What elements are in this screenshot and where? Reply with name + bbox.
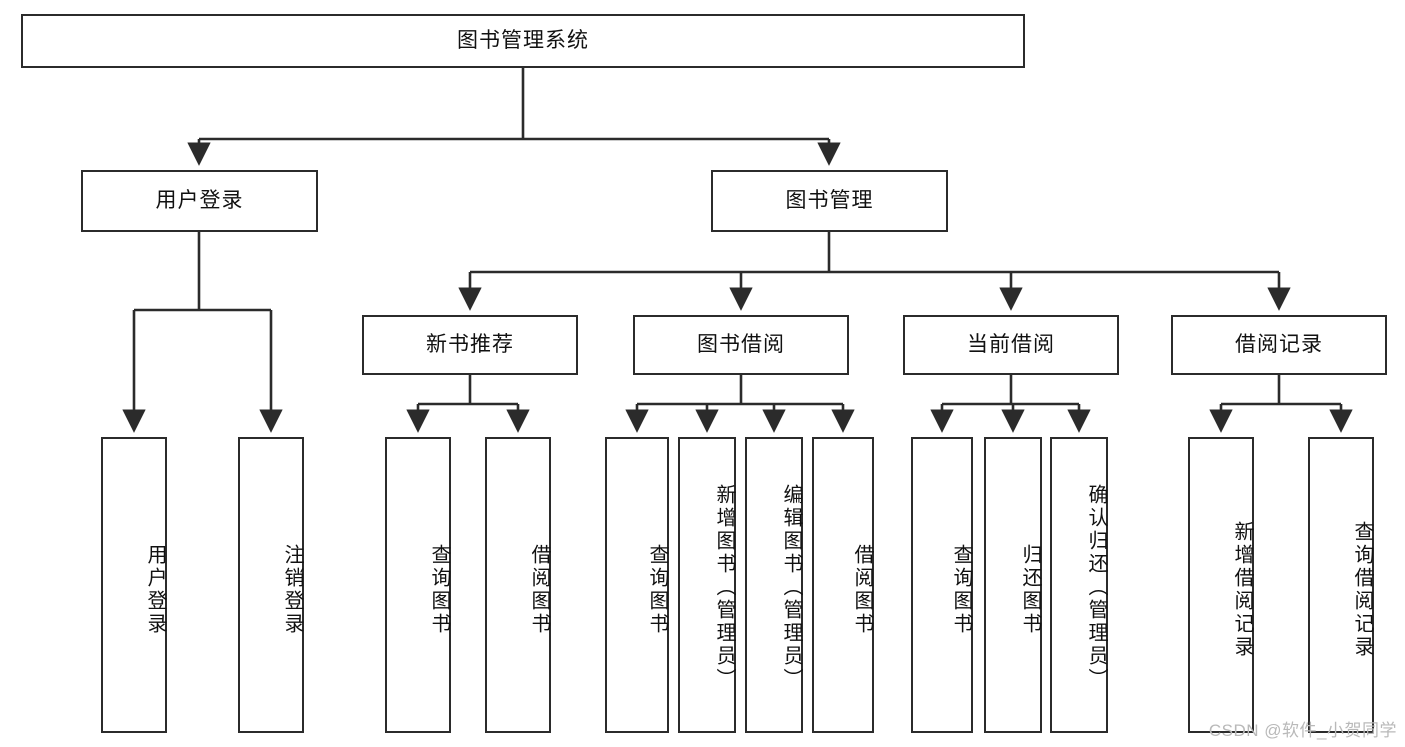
node-user-login[interactable]: 用户登录 [81,170,318,232]
leaf-add-borrow-record[interactable]: 新增借阅记录 [1188,437,1254,733]
leaf-edit-book-admin[interactable]: 编辑图书（管理员） [745,437,803,733]
node-root-book-management-system[interactable]: 图书管理系统 [21,14,1025,68]
leaf-return-book[interactable]: 归还图书 [984,437,1042,733]
leaf-add-book-admin[interactable]: 新增图书（管理员） [678,437,736,733]
leaf-confirm-return-admin[interactable]: 确认归还（管理员） [1050,437,1108,733]
leaf-user-login[interactable]: 用户登录 [101,437,167,733]
leaf-query-book-bb[interactable]: 查询图书 [605,437,669,733]
leaf-query-book-cb[interactable]: 查询图书 [911,437,973,733]
watermark-credit: CSDN @软件_小贺同学 [1208,721,1397,740]
node-borrow-record[interactable]: 借阅记录 [1171,315,1387,375]
node-book-borrow[interactable]: 图书借阅 [633,315,849,375]
node-book-management[interactable]: 图书管理 [711,170,948,232]
leaf-logout[interactable]: 注销登录 [238,437,304,733]
leaf-borrow-book-bb[interactable]: 借阅图书 [812,437,874,733]
node-new-book-recommend[interactable]: 新书推荐 [362,315,578,375]
node-current-borrow[interactable]: 当前借阅 [903,315,1119,375]
leaf-borrow-book-nbr[interactable]: 借阅图书 [485,437,551,733]
leaf-query-book-nbr[interactable]: 查询图书 [385,437,451,733]
leaf-query-borrow-record[interactable]: 查询借阅记录 [1308,437,1374,733]
